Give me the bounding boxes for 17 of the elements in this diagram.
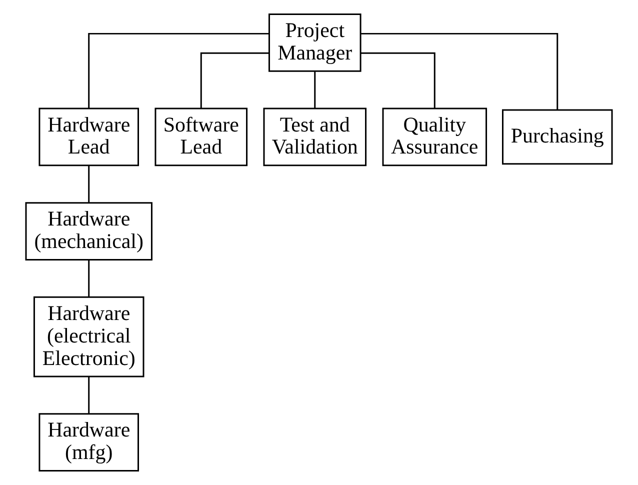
- node-box: Project Manager: [268, 13, 362, 72]
- connector: [314, 71, 316, 108]
- connector: [200, 52, 269, 108]
- connector: [88, 376, 90, 414]
- node-box: Hardware (electrical Electronic): [33, 296, 144, 378]
- connector: [88, 166, 90, 203]
- node-box: Purchasing: [502, 109, 613, 165]
- node-box: Hardware (mechanical): [25, 202, 152, 260]
- connector: [88, 260, 90, 297]
- connector: [88, 32, 270, 108]
- node-box: Hardware (mfg): [38, 413, 139, 472]
- node-box: Software Lead: [154, 108, 248, 166]
- connector: [360, 52, 436, 108]
- node-box: Quality Assurance: [382, 108, 488, 166]
- connector: [361, 32, 558, 110]
- node-box: Hardware Lead: [38, 108, 139, 166]
- node-box: Test and Validation: [263, 108, 367, 166]
